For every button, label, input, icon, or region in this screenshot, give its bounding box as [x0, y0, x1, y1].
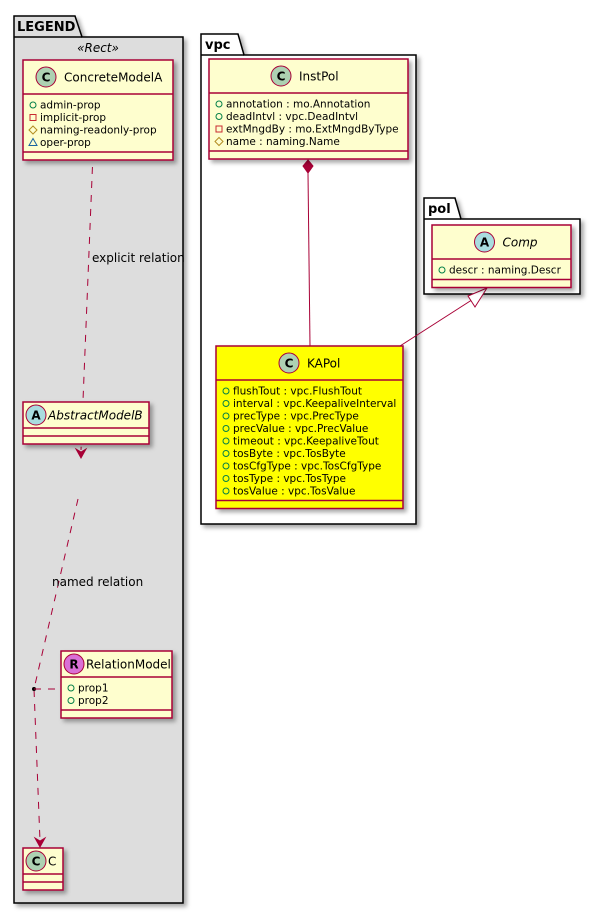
relation-generalization [399, 286, 489, 347]
visibility-protected-icon [28, 125, 38, 135]
class-attribute: naming-readonly-prop [40, 125, 157, 137]
visibility-public-icon [222, 400, 230, 407]
class-attribute: prop1 [78, 683, 109, 695]
class-attribute: tosCfgType : vpc.TosCfgType [233, 461, 381, 473]
legend-stereotype: «Rect» [77, 41, 119, 55]
class-attribute: extMngdBy : mo.ExtMngdByType [226, 124, 399, 136]
badge-letter: A [480, 236, 490, 250]
visibility-public-icon [222, 437, 230, 445]
generalization-triangle-icon [467, 286, 489, 308]
class-abstract-model-b[interactable]: AbstractModelB A [22, 401, 150, 445]
visibility-public-icon [67, 684, 75, 692]
class-attribute: prop2 [78, 695, 109, 707]
visibility-public-icon [222, 450, 230, 457]
class-attribute: precType : vpc.PrecType [233, 411, 359, 423]
arrow-head-icon [74, 447, 88, 460]
package-legend-title: LEGEND [17, 20, 76, 35]
visibility-public-icon [222, 462, 230, 470]
class-badge-icon [270, 65, 292, 87]
badge-letter: A [31, 409, 41, 423]
visibility-public-icon [222, 475, 230, 482]
visibility-public-icon [222, 412, 230, 420]
class-attribute: flushTout : vpc.FlushTout [233, 386, 362, 398]
visibility-public-icon [222, 487, 230, 495]
visibility-package-icon [28, 137, 38, 146]
class-attribute: precValue : vpc.PrecValue [233, 423, 368, 435]
arrow-head-icon [33, 836, 47, 849]
class-badge-icon [278, 352, 300, 374]
class-name: ConcreteModelA [64, 71, 163, 85]
badge-letter: C [277, 70, 286, 84]
class-box [208, 58, 409, 160]
visibility-public-icon [215, 113, 223, 120]
visibility-public-icon [222, 425, 230, 432]
visibility-private-icon [215, 125, 223, 133]
package-vpc-title: vpc [205, 38, 231, 53]
class-attribute: timeout : vpc.KeepaliveTout [233, 436, 379, 448]
class-attribute: deadIntvl : vpc.DeadIntvl [226, 111, 358, 123]
classes-layer: ConcreteModelACadmin-propimplicit-propna… [22, 58, 572, 891]
class-box [215, 345, 404, 510]
package-pol-title: pol [428, 202, 451, 217]
class-attribute: descr : naming.Descr [449, 265, 562, 277]
relation-explicit: explicit relation [74, 152, 185, 460]
class-attribute: tosType : vpc.TosType [233, 473, 346, 485]
class-attribute: tosValue : vpc.TosValue [233, 486, 355, 498]
relation-explicit-label: explicit relation [92, 251, 185, 265]
class-name: RelationModel [86, 658, 171, 672]
relation-composition [302, 159, 314, 347]
class-name: Comp [503, 236, 538, 250]
class-name: C [48, 855, 56, 869]
class-attribute: name : naming.Name [226, 136, 340, 148]
class-badge-icon [25, 850, 47, 872]
class-name: KAPol [307, 357, 340, 371]
visibility-public-icon [215, 100, 223, 108]
class-attribute: implicit-prop [40, 112, 106, 124]
class-attribute: tosByte : vpc.TosByte [233, 448, 346, 460]
badge-letter: C [285, 357, 294, 371]
visibility-public-icon [67, 697, 75, 704]
abstract-badge-icon [25, 404, 47, 426]
class-attribute: interval : vpc.KeepaliveInterval [233, 398, 396, 410]
relation-named-label: named relation [52, 575, 143, 589]
class-name: InstPol [299, 70, 339, 84]
class-badge-icon [35, 66, 57, 88]
class-concrete-model-a[interactable]: ConcreteModelA Cadmin-propimplicit-propna… [22, 59, 174, 161]
class-box [22, 59, 174, 161]
badge-letter: R [69, 658, 78, 672]
class-attribute: oper-prop [40, 137, 91, 149]
composition-diamond-icon [302, 159, 314, 174]
relation-badge-icon [63, 653, 85, 675]
visibility-public-icon [438, 266, 446, 274]
visibility-private-icon [29, 114, 37, 121]
visibility-public-icon [29, 101, 37, 109]
abstract-badge-icon [474, 231, 495, 253]
visibility-protected-icon [214, 136, 224, 147]
class-name: AbstractModelB [47, 409, 143, 423]
class-attribute: annotation : mo.Annotation [226, 99, 370, 111]
visibility-public-icon [222, 387, 230, 395]
badge-letter: C [32, 855, 41, 869]
class-attribute: admin-prop [40, 100, 101, 112]
class-c[interactable]: CC [22, 847, 64, 891]
class-box [431, 224, 572, 289]
badge-letter: C [42, 71, 51, 85]
